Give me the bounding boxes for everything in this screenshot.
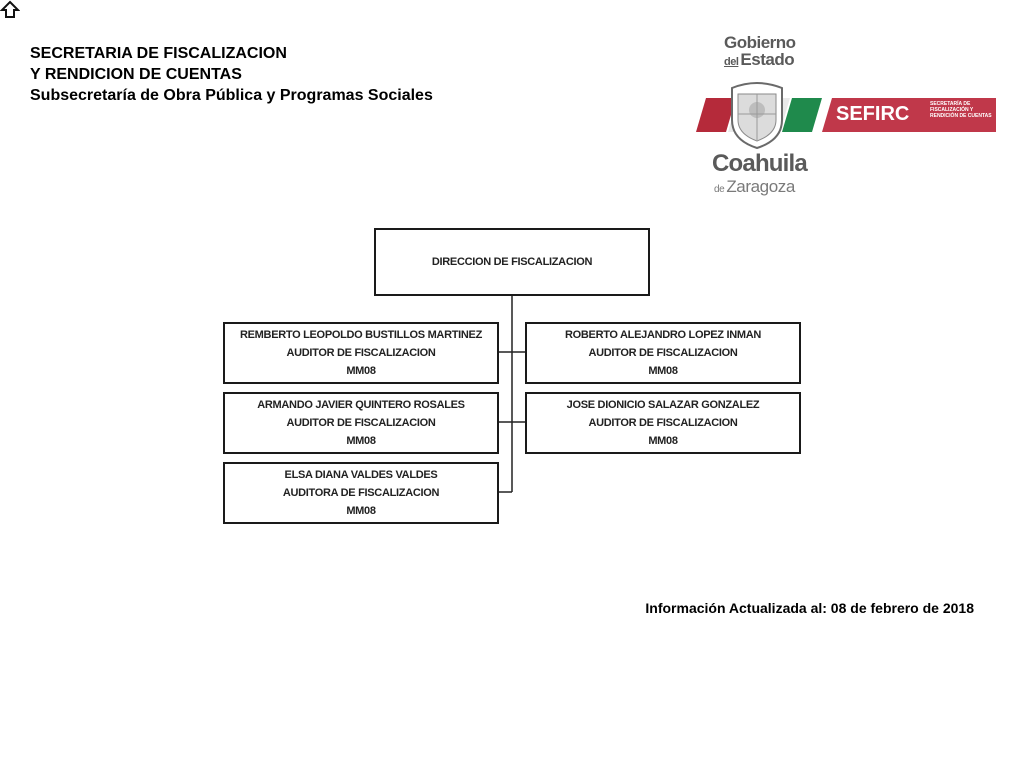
employee-name: ARMANDO JAVIER QUINTERO ROSALES xyxy=(257,399,465,411)
header-line-1: SECRETARIA DE FISCALIZACION xyxy=(30,45,287,62)
gobierno-text: Gobierno xyxy=(724,33,796,52)
up-arrow-icon[interactable] xyxy=(0,0,20,20)
del-text: del xyxy=(724,56,739,68)
employee-role: AUDITOR DE FISCALIZACION xyxy=(286,347,436,359)
employee-name: REMBERTO LEOPOLDO BUSTILLOS MARTINEZ xyxy=(240,329,482,341)
org-box-employee: REMBERTO LEOPOLDO BUSTILLOS MARTINEZ AUD… xyxy=(223,322,499,384)
coat-of-arms-icon xyxy=(731,82,783,150)
employee-name: ELSA DIANA VALDES VALDES xyxy=(284,469,438,481)
sefirc-text: SEFIRC xyxy=(836,103,910,125)
employee-level: MM08 xyxy=(648,365,678,377)
org-box-employee: ROBERTO ALEJANDRO LOPEZ INMAN AUDITOR DE… xyxy=(525,322,801,384)
employee-role: AUDITOR DE FISCALIZACION xyxy=(588,347,738,359)
employee-level: MM08 xyxy=(346,365,376,377)
employee-name: ROBERTO ALEJANDRO LOPEZ INMAN xyxy=(564,329,762,341)
org-box-employee: ELSA DIANA VALDES VALDES AUDITORA DE FIS… xyxy=(223,462,499,524)
org-box-employee: JOSE DIONICIO SALAZAR GONZALEZ AUDITOR D… xyxy=(525,392,801,454)
employee-role: AUDITOR DE FISCALIZACION xyxy=(588,417,738,429)
employee-role: AUDITORA DE FISCALIZACION xyxy=(282,487,440,499)
page-header: SECRETARIA DE FISCALIZACION Y RENDICION … xyxy=(30,43,433,106)
org-box-direccion: DIRECCION DE FISCALIZACION xyxy=(374,228,650,296)
sefirc-badge xyxy=(822,98,996,132)
coahuila-text: Coahuila xyxy=(712,150,808,177)
update-note: Información Actualizada al: 08 de febrer… xyxy=(645,600,974,616)
employee-level: MM08 xyxy=(346,505,376,517)
employee-level: MM08 xyxy=(648,435,678,447)
employee-level: MM08 xyxy=(346,435,376,447)
header-line-2: Y RENDICION DE CUENTAS xyxy=(30,66,242,83)
estado-text: Estado xyxy=(740,50,795,69)
header-line-3: Subsecretaría de Obra Pública y Programa… xyxy=(30,87,433,104)
sefirc-subtitle: SECRETARÍA DE FISCALIZACIÓN Y RENDICIÓN … xyxy=(930,101,992,119)
org-box-employee: ARMANDO JAVIER QUINTERO ROSALES AUDITOR … xyxy=(223,392,499,454)
employee-role: AUDITOR DE FISCALIZACION xyxy=(286,417,436,429)
zaragoza-text: Zaragoza xyxy=(726,177,795,196)
org-box-title: DIRECCION DE FISCALIZACION xyxy=(431,256,593,268)
employee-name: JOSE DIONICIO SALAZAR GONZALEZ xyxy=(566,399,760,411)
de-text: de xyxy=(714,184,725,195)
